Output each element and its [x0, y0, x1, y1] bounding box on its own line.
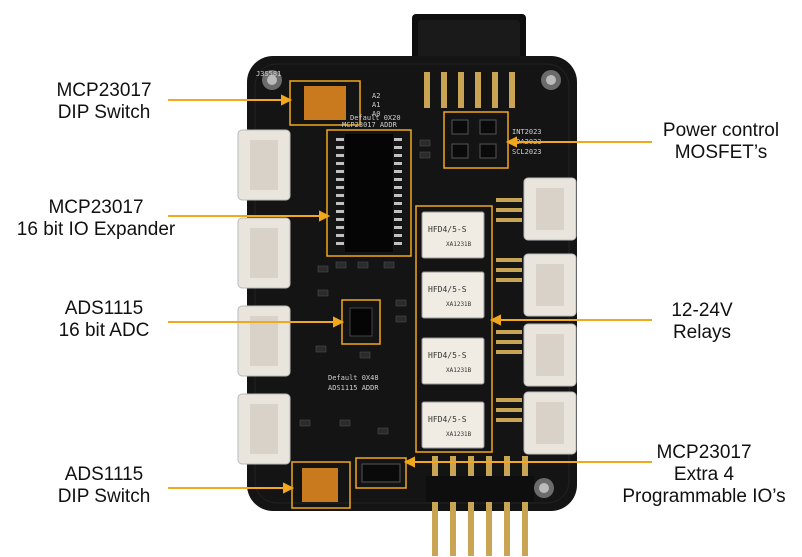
board-id: J3S581 [256, 70, 281, 78]
relay-4-code: XA1231B [446, 431, 472, 438]
callout-lines [168, 94, 652, 494]
ads-dip-switch [302, 468, 338, 502]
passive-components [299, 139, 431, 435]
mcp23017-pins [336, 138, 402, 245]
relay-3 [421, 337, 485, 385]
ads-default-label: Default 0X48 [328, 374, 379, 382]
addr-a1: A1 [372, 101, 380, 109]
pcb-board [247, 56, 577, 511]
label-mcp-dip-line2: DIP Switch [57, 102, 151, 123]
relay-1 [421, 211, 485, 259]
relay-2 [421, 271, 485, 319]
label-extra-io: MCP23017 Extra 4 Programmable IO’s [610, 442, 798, 508]
label-ads-adc-line1: ADS1115 [64, 298, 144, 319]
relays-box [415, 205, 493, 453]
label-extra-io-line1: MCP23017 [656, 442, 752, 463]
relay-3-code: XA1231B [446, 367, 472, 374]
label-relays-line2: Relays [672, 322, 732, 343]
relay-4 [421, 401, 485, 449]
label-ads-adc-line2: 16 bit ADC [58, 320, 150, 341]
label-mcp-io: MCP23017 16 bit IO Expander [6, 197, 186, 241]
relay-3-text: HFD4/5-S [428, 351, 467, 360]
mcp-default-label: Default 0X20 [350, 114, 401, 122]
label-relays-line1: 12-24V [671, 300, 733, 321]
label-mcp-io-line2: 16 bit IO Expander [16, 219, 176, 240]
label-extra-io-line3: Programmable IO’s [622, 486, 786, 507]
label-mcp-dip: MCP23017 DIP Switch [40, 80, 168, 124]
addr-a0: A0 [372, 110, 380, 118]
relay-side-pins [496, 198, 522, 422]
mcp23017-chip [345, 134, 393, 252]
label-ads-dip-line2: DIP Switch [57, 486, 151, 507]
mosfet-box [443, 111, 509, 169]
relay-1-code: XA1231B [446, 241, 472, 248]
relay-group [421, 211, 485, 449]
label-extra-io-line2: Extra 4 [673, 464, 735, 485]
label-relays: 12-24V Relays [646, 300, 758, 344]
ads-addr-label: ADS1115 ADDR [328, 384, 379, 392]
addr-a2: A2 [372, 92, 380, 100]
bottom-pin-header [432, 456, 528, 556]
label-ads-adc: ADS1115 16 bit ADC [40, 298, 168, 342]
label-mcp-io-line1: MCP23017 [48, 197, 144, 218]
mcp-dip-switch [304, 86, 346, 120]
top-pin-header [424, 72, 515, 108]
label-ads-dip: ADS1115 DIP Switch [40, 464, 168, 508]
left-connectors [237, 129, 291, 465]
bottom-header-housing [426, 476, 534, 502]
label-mosfet-line2: MOSFET’s [674, 142, 768, 163]
relay-1-text: HFD4/5-S [428, 225, 467, 234]
extra-io-box [355, 457, 407, 489]
label-ads-dip-line1: ADS1115 [64, 464, 144, 485]
ads1115-chip [349, 307, 373, 337]
mcp23017-box [326, 129, 412, 257]
mcp-dip-box [289, 80, 361, 126]
label-mosfet-line1: Power control [662, 120, 780, 141]
right-connectors [523, 177, 577, 455]
ads-dip-box [291, 461, 351, 509]
relay-4-text: HFD4/5-S [428, 415, 467, 424]
relay-2-text: HFD4/5-S [428, 285, 467, 294]
mcp-addr-label: MCP23017 ADDR [342, 121, 398, 129]
label-mosfet: Power control MOSFET’s [646, 120, 796, 164]
label-mcp-dip-line1: MCP23017 [56, 80, 152, 101]
pin-int: INT2023 [512, 128, 542, 136]
pin-scl: SCL2023 [512, 148, 542, 156]
relay-2-code: XA1231B [446, 301, 472, 308]
